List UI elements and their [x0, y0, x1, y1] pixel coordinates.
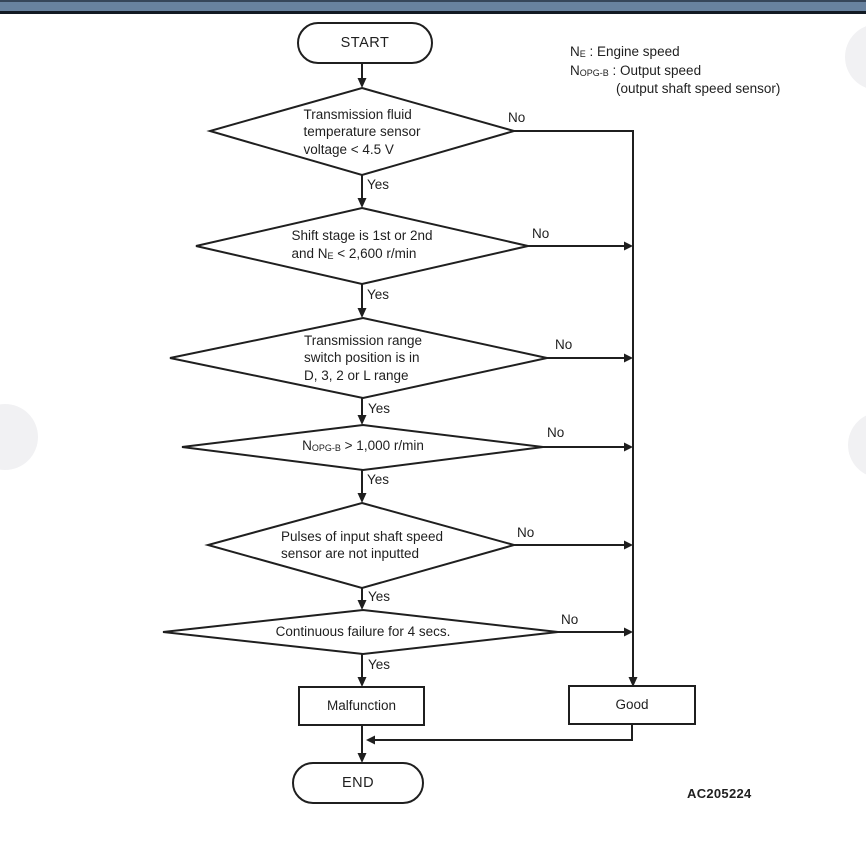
carousel-next-button[interactable] [848, 412, 866, 478]
figure-code: AC205224 [687, 786, 752, 801]
decision-3-text: Transmission range switch position is in… [303, 332, 423, 383]
good-node: Good [615, 697, 649, 713]
yes-label: Yes [367, 472, 390, 487]
no-label: No [561, 612, 579, 627]
window-top-strip [0, 0, 866, 14]
decision-5-text: Pulses of input shaft speed sensor are n… [280, 528, 444, 562]
end-node: END [341, 775, 375, 791]
legend-line-1: NE : Engine speed [570, 44, 680, 59]
end-node-shape [292, 762, 424, 804]
no-label: No [547, 425, 565, 440]
legend-line-3: (output shaft speed sensor) [616, 81, 781, 96]
decision-6-text: Continuous failure for 4 secs. [275, 624, 451, 640]
start-node: START [340, 35, 390, 51]
decision-1-text: Transmission fluid temperature sensor vo… [303, 106, 421, 157]
yes-label: Yes [368, 657, 391, 672]
decision-4-text: NOPG-B > 1,000 r/min [302, 437, 424, 453]
start-node-shape [297, 22, 433, 64]
yes-label: Yes [368, 401, 391, 416]
decision-2-text: Shift stage is 1st or 2nd and NE < 2,600… [291, 228, 433, 261]
arrowheads [357, 78, 638, 763]
nav-circle-top-right[interactable] [845, 24, 866, 90]
malfunction-node: Malfunction [326, 698, 397, 714]
no-label: No [532, 226, 550, 241]
no-label: No [508, 110, 526, 125]
yes-label: Yes [367, 287, 390, 302]
legend: NE : Engine speed NOPG-B : Output speed … [570, 44, 780, 98]
yes-label: Yes [368, 589, 391, 604]
yes-label: Yes [367, 177, 390, 192]
legend-line-2: NOPG-B : Output speed [570, 62, 702, 78]
no-label: No [555, 337, 573, 352]
no-label: No [517, 525, 535, 540]
